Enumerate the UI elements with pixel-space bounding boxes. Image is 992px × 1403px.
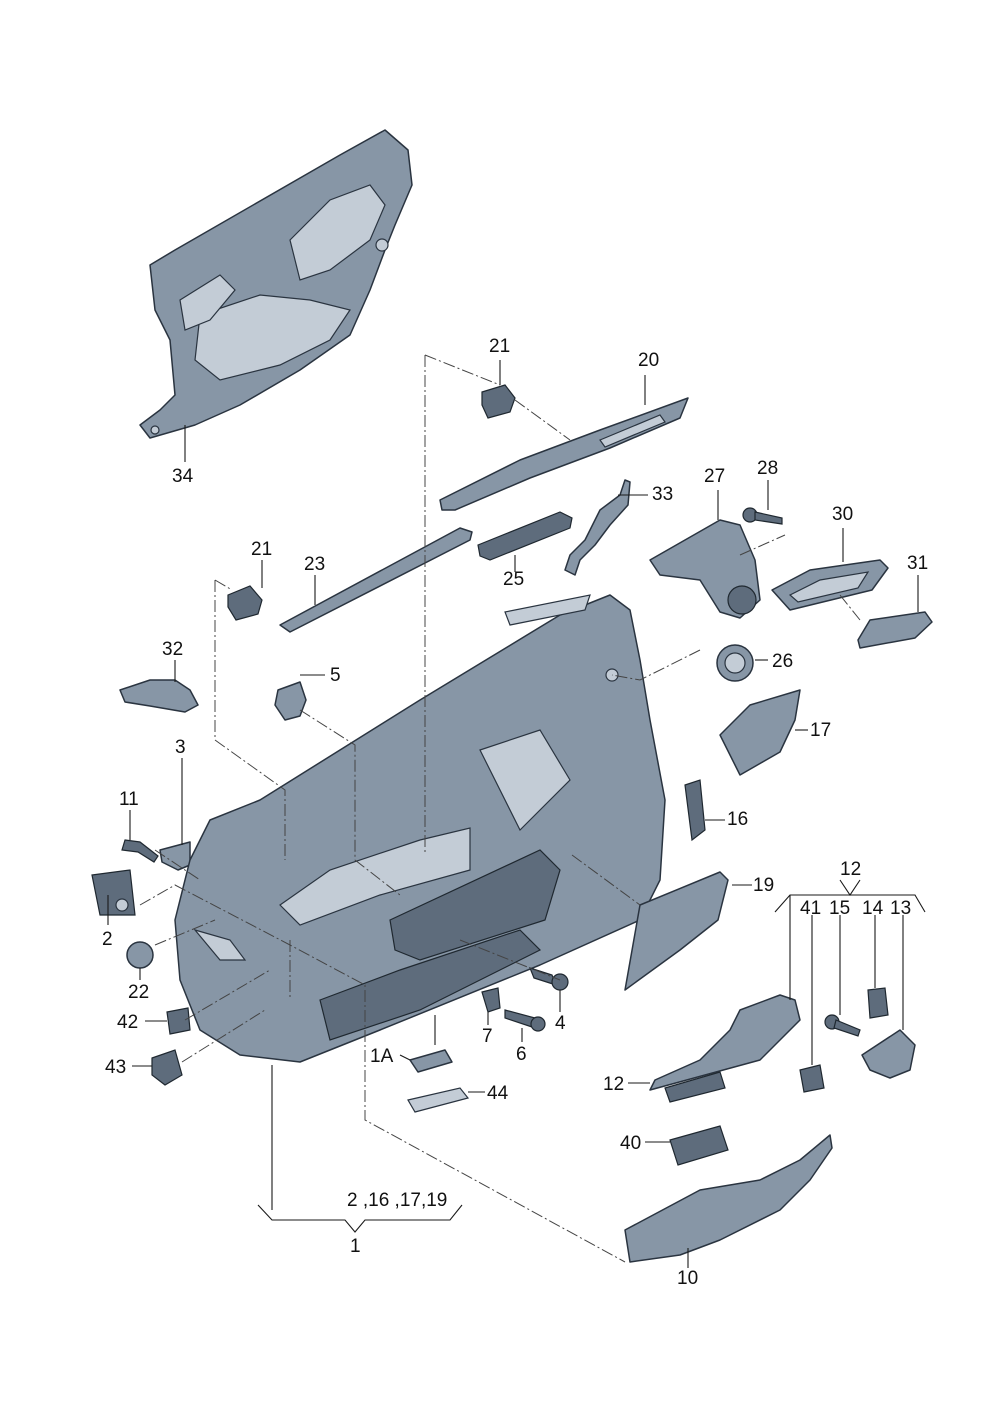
part-11-screw (121, 839, 159, 863)
callout-34: 34 (172, 466, 194, 487)
callout-11: 11 (119, 789, 139, 810)
part-33-cable (564, 479, 631, 576)
part-5-clip (274, 681, 307, 721)
callout-22: 22 (128, 982, 149, 1003)
leader-lines (107, 360, 926, 1268)
part-21-clip-upper (481, 384, 516, 419)
callout-44: 44 (487, 1083, 509, 1104)
part-21-clip-lower (227, 585, 263, 621)
callout-27: 27 (704, 466, 725, 487)
callout-1A: 1A (370, 1046, 394, 1067)
callout-17: 17 (810, 720, 831, 741)
callout-3: 3 (175, 737, 186, 758)
part-15-screw (824, 1014, 861, 1037)
part-6-screw (504, 1009, 546, 1032)
part-16-grille (684, 779, 706, 842)
part-28-screw (742, 507, 783, 525)
part-31-cover (857, 611, 933, 649)
callout-43: 43 (105, 1057, 126, 1078)
callout-15: 15 (829, 898, 850, 919)
callout-4: 4 (555, 1013, 566, 1034)
part-1-door-trim-panel (174, 594, 666, 1063)
part-44-lamp (407, 1087, 470, 1113)
callout-42: 42 (117, 1012, 138, 1033)
callout-2: 2 (102, 929, 113, 950)
part-19-pocket (624, 871, 729, 991)
callout-30: 30 (832, 504, 853, 525)
callout-21-lower: 21 (251, 539, 272, 560)
alignment-lines (139, 354, 861, 1263)
part-13-bracket (861, 1029, 916, 1079)
callout-31: 31 (907, 553, 928, 574)
part-26-ring (716, 644, 754, 682)
part-22-plug (126, 941, 154, 969)
callout-1: 1 (350, 1236, 361, 1257)
part-41-button (799, 1064, 825, 1093)
part-43-cap (151, 1049, 183, 1086)
part-1A-pad (409, 1049, 453, 1073)
callout-20: 20 (638, 350, 659, 371)
callout-33: 33 (652, 484, 673, 505)
part-25-speaker-grille (477, 511, 573, 561)
callout-21-upper: 21 (489, 336, 510, 357)
callout-5: 5 (330, 665, 341, 686)
part-4-screw (528, 967, 569, 991)
callout-12: 12 (603, 1074, 624, 1095)
callout-16: 16 (727, 809, 748, 830)
part-14-insert (867, 987, 889, 1019)
part-3-fastener (159, 841, 191, 871)
part-23-strip (279, 527, 473, 633)
part-32-bracket (119, 679, 199, 713)
part-12-switch-unit (649, 994, 801, 1103)
part-7-clip (481, 987, 501, 1013)
callout-6: 6 (516, 1044, 527, 1065)
part-2-lock-button (91, 869, 136, 916)
part-27-speaker-housing (649, 519, 761, 619)
callout-14: 14 (862, 898, 884, 919)
part-17-speaker-cover (719, 689, 801, 776)
part-30-bezel (771, 559, 889, 611)
callout-19: 19 (753, 875, 774, 896)
part-34-insulation-panel (139, 129, 413, 439)
callout-25: 25 (503, 569, 524, 590)
callout-12-group: 12 (840, 859, 861, 880)
part-10-armrest (624, 1134, 833, 1263)
part-40-mirror-switch (669, 1125, 729, 1166)
callout-32: 32 (162, 639, 183, 660)
callout-13: 13 (890, 898, 911, 919)
callout-labels: 34 21 20 33 27 28 30 31 21 23 25 32 5 26… (102, 336, 928, 1289)
callout-26: 26 (772, 651, 793, 672)
callout-40: 40 (620, 1133, 641, 1154)
callout-41: 41 (800, 898, 821, 919)
part-20-trim-strip (439, 397, 689, 511)
callout-1-group: 2 ,16 ,17,19 (347, 1190, 447, 1211)
callout-23: 23 (304, 554, 325, 575)
callout-28: 28 (757, 458, 778, 479)
part-42-switch (166, 1007, 191, 1035)
callout-10: 10 (677, 1268, 698, 1289)
callout-7: 7 (482, 1026, 493, 1047)
